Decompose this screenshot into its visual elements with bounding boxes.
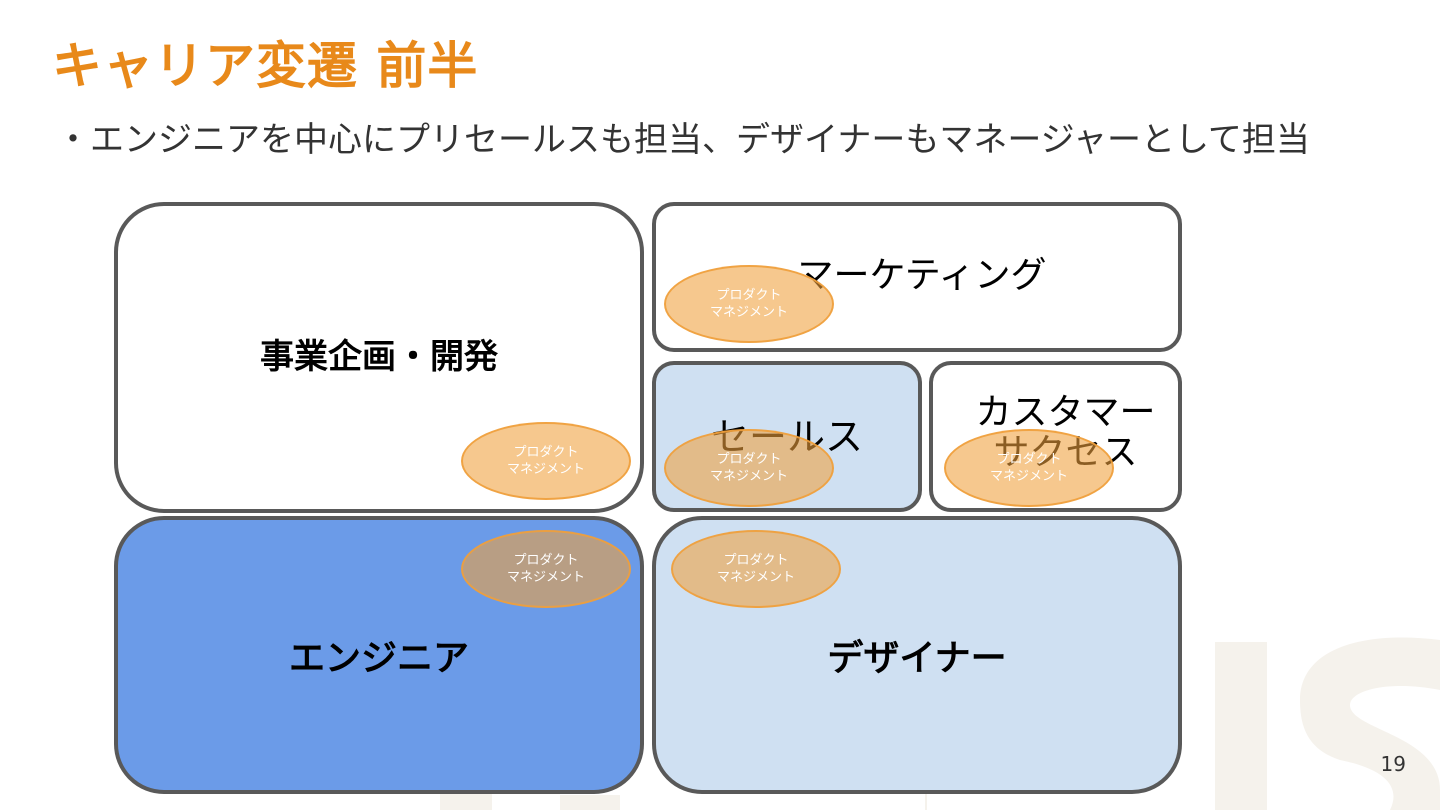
page-number: 19 xyxy=(1380,752,1406,776)
box-customer-success-label-line1: カスタマー xyxy=(975,391,1156,433)
pm-badge-line2: マネジメント xyxy=(709,305,788,320)
pm-badge-line2: マネジメント xyxy=(709,469,788,484)
box-designer-label: デザイナー xyxy=(827,638,1007,679)
pm-badge-line1: プロダクト xyxy=(513,553,579,568)
pm-badge-line1: プロダクト xyxy=(716,288,782,303)
pm-badge-line1: プロダクト xyxy=(996,452,1062,467)
box-marketing-label: マーケティング xyxy=(797,255,1047,296)
pm-badge-line2: マネジメント xyxy=(716,570,795,585)
box-engineer-label: エンジニア xyxy=(288,638,469,679)
pm-badge-marketing: プロダクト マネジメント xyxy=(664,265,834,343)
pm-badge-engineer: プロダクト マネジメント xyxy=(461,530,631,608)
pm-badge-line1: プロダクト xyxy=(723,553,789,568)
pm-badge-business: プロダクト マネジメント xyxy=(461,422,631,500)
box-business-planning: 事業企画・開発 xyxy=(114,202,644,513)
pm-badge-sales: プロダクト マネジメント xyxy=(664,429,834,507)
box-business-planning-label: 事業企画・開発 xyxy=(260,337,498,377)
pm-badge-line1: プロダクト xyxy=(716,452,782,467)
pm-badge-line2: マネジメント xyxy=(506,570,585,585)
pm-badge-line2: マネジメント xyxy=(506,462,585,477)
pm-badge-line1: プロダクト xyxy=(513,445,579,460)
pm-badge-designer: プロダクト マネジメント xyxy=(671,530,841,608)
pm-badge-line2: マネジメント xyxy=(989,469,1068,484)
slide-subtitle: ・エンジニアを中心にプリセールスも担当、デザイナーもマネージャーとして担当 xyxy=(56,120,1310,160)
pm-badge-customer-success: プロダクト マネジメント xyxy=(944,429,1114,507)
slide-title: キャリア変遷 前半 xyxy=(52,37,479,95)
